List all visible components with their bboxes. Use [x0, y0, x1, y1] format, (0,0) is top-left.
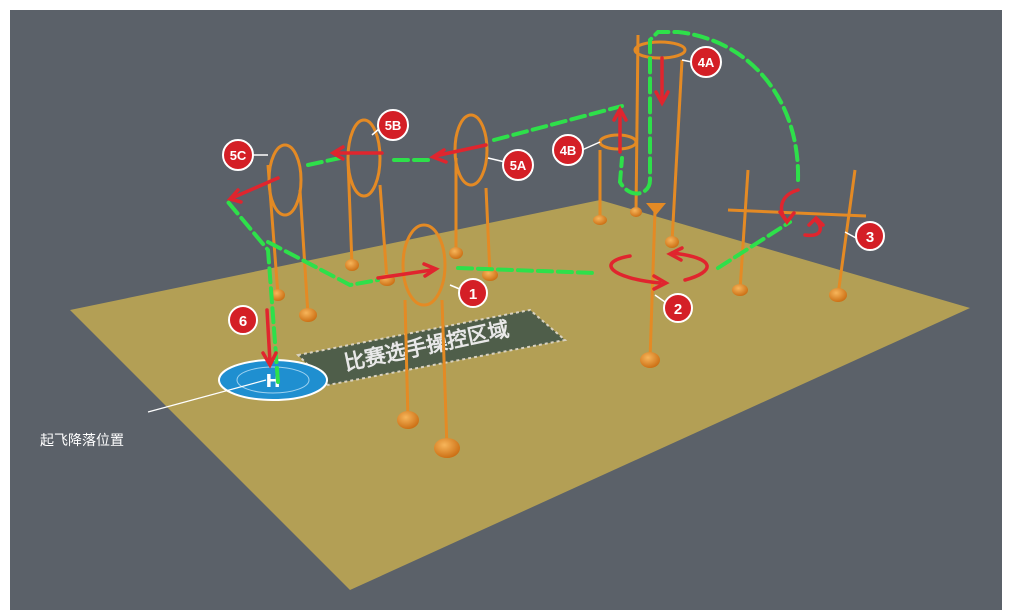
- marker-1-label: 1: [469, 286, 477, 303]
- caption-leader-line: [147, 379, 267, 413]
- takeoff-landing-caption: 起飞降落位置: [40, 433, 124, 449]
- pole-bases: [271, 203, 847, 458]
- scene-frame: 比赛选手操控区域 H: [10, 10, 1002, 610]
- marker-5c: 5C: [222, 139, 268, 171]
- pilot-zone: [295, 308, 568, 387]
- poles: [266, 34, 867, 449]
- marker-2-label: 2: [674, 301, 682, 318]
- ground-plane: [70, 200, 970, 590]
- marker-5a-label: 5A: [510, 158, 527, 173]
- marker-3-label: 3: [866, 229, 874, 246]
- marker-4a: 4A: [681, 46, 722, 78]
- marker-3: 3: [844, 221, 885, 251]
- course-diagram: 比赛选手操控区域 H: [70, 30, 970, 590]
- marker-6: 6: [228, 305, 258, 335]
- marker-4b: 4B: [552, 134, 601, 166]
- marker-4b-label: 4B: [560, 143, 577, 158]
- marker-5a: 5A: [487, 149, 534, 181]
- marker-4a-label: 4A: [698, 55, 715, 70]
- marker-1: 1: [449, 278, 488, 308]
- marker-6-label: 6: [239, 313, 247, 330]
- marker-2: 2: [654, 293, 693, 323]
- helipad: H: [218, 359, 328, 401]
- marker-5b: 5B: [371, 109, 409, 141]
- marker-5c-label: 5C: [230, 148, 247, 163]
- marker-5b-label: 5B: [385, 118, 402, 133]
- direction-arrows: [226, 56, 825, 369]
- flight-path: [226, 30, 801, 384]
